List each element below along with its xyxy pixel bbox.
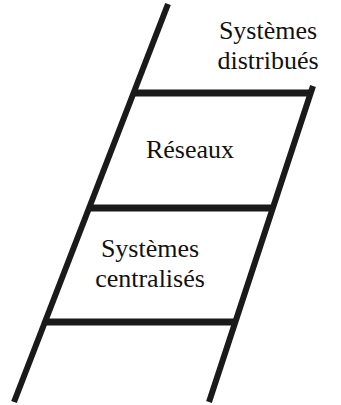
ladder-rung bbox=[88, 205, 273, 212]
ladder-rung bbox=[43, 319, 236, 326]
rung-label: Systèmes distribués bbox=[217, 16, 318, 76]
rung-label: Systèmes centralisés bbox=[95, 234, 205, 294]
rung-label: Réseaux bbox=[146, 135, 234, 165]
ladder-rail bbox=[209, 86, 313, 402]
ladder-rung bbox=[133, 90, 312, 97]
ladder-rail bbox=[14, 4, 168, 402]
